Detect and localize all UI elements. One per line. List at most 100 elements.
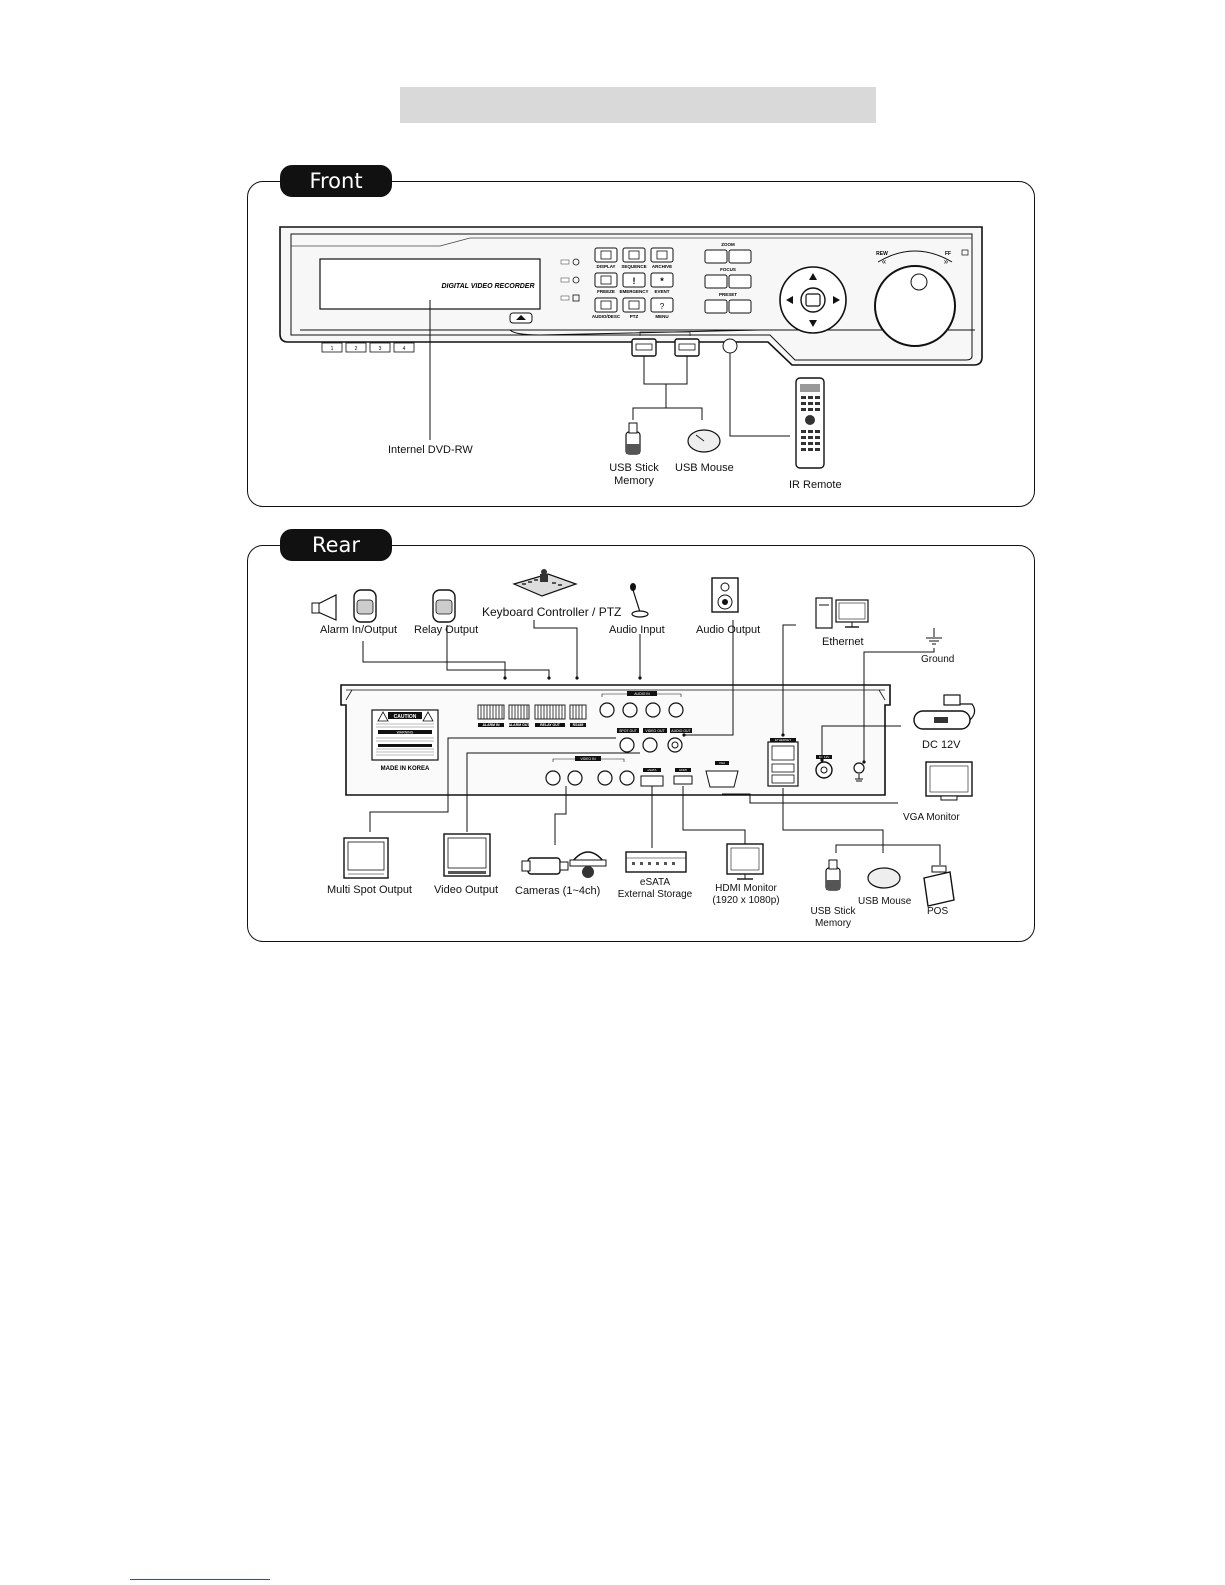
video-in-ports: VIDEO IN — [545, 756, 635, 786]
keyboard-controller-icon — [512, 569, 578, 597]
label-hdmi-line1: HDMI Monitor — [715, 883, 777, 894]
power-ground: DC 12V — [815, 755, 865, 782]
function-button-labels: DISPLAY SEQUENCE ARCHIVE FREEZE EMERGENC… — [592, 264, 672, 319]
svg-text:SEQUENCE: SEQUENCE — [621, 264, 646, 269]
svg-text:HDMI: HDMI — [679, 768, 687, 772]
label-multi-spot: Multi Spot Output — [327, 884, 412, 896]
svg-text:FREEZE: FREEZE — [597, 289, 615, 294]
label-hdmi-line2: (1920 x 1080p) — [712, 895, 780, 906]
label-keyboard: Keyboard Controller / PTZ — [482, 605, 622, 619]
label-usb-stick-front: USB Stick Memory — [604, 462, 664, 488]
svg-text:RS485: RS485 — [573, 723, 584, 727]
video-output-monitor-icon — [443, 833, 491, 877]
svg-text:eSATA: eSATA — [647, 768, 656, 772]
svg-text:ZOOM: ZOOM — [721, 242, 735, 247]
svg-text:DC 12V: DC 12V — [819, 755, 830, 759]
svg-text:AUDIO OUT: AUDIO OUT — [671, 729, 691, 733]
svg-text:DISPLAY: DISPLAY — [596, 264, 615, 269]
freeze-button — [594, 272, 618, 288]
function-buttons: ! * ? — [594, 247, 674, 313]
ethernet-computer-icon — [815, 597, 869, 629]
sequence-button — [622, 247, 646, 263]
label-usb-stick-rear: USB Stick Memory — [803, 906, 863, 930]
pos-terminal-icon — [923, 865, 955, 907]
svg-text:PTZ: PTZ — [630, 314, 639, 319]
usb-stick-icon — [625, 422, 641, 455]
rear-tab: Rear — [280, 529, 392, 561]
jog-dial: REW FF « » — [874, 249, 969, 347]
label-internal-dvd: Internel DVD-RW — [388, 444, 473, 456]
footer-link-underline[interactable] — [130, 1579, 270, 1580]
caution-label: CAUTION WARNING MADE IN KOREA — [371, 709, 439, 772]
display-button — [594, 247, 618, 263]
rear-usb-stick-icon — [825, 859, 841, 891]
esata-storage-icon — [625, 851, 687, 873]
label-cameras: Cameras (1~4ch) — [515, 885, 601, 897]
svg-text:1: 1 — [331, 346, 334, 352]
svg-text:REW: REW — [876, 251, 888, 257]
label-usb-stick-line1: USB Stick — [609, 462, 659, 474]
ptz-controls: ZOOM FOCUS PRESET — [704, 242, 752, 314]
label-audio-input: Audio Input — [609, 624, 665, 636]
label-usb-stick-rear-line1: USB Stick — [810, 906, 856, 917]
label-alarm: Alarm In/Output — [320, 624, 398, 636]
label-ir-remote: IR Remote — [789, 479, 842, 491]
svg-text:PRESET: PRESET — [719, 292, 737, 297]
vga-monitor-icon — [925, 761, 973, 801]
svg-text:ETHERNET: ETHERNET — [775, 738, 791, 742]
rear-usb-mouse-icon — [867, 867, 901, 889]
svg-text:!: ! — [633, 276, 636, 286]
label-ethernet: Ethernet — [822, 636, 864, 648]
svg-text:ARCHIVE: ARCHIVE — [652, 264, 672, 269]
hdmi-monitor-icon — [726, 843, 764, 880]
archive-button — [650, 247, 674, 263]
label-usb-mouse-front: USB Mouse — [675, 462, 734, 474]
microphone-icon — [630, 583, 649, 618]
svg-text:EVENT: EVENT — [654, 289, 669, 294]
status-leds — [560, 258, 580, 302]
emergency-button: ! — [622, 272, 646, 288]
svg-text:*: * — [660, 276, 664, 286]
siren-icon — [311, 594, 337, 621]
svg-text:VIDEO OUT: VIDEO OUT — [645, 729, 665, 733]
label-audio-output: Audio Output — [696, 624, 761, 636]
menu-button: ? — [650, 297, 674, 313]
front-tab: Front — [280, 165, 392, 197]
multi-spot-monitor-icon — [343, 837, 389, 879]
label-ground: Ground — [921, 654, 955, 665]
label-dc12v: DC 12V — [922, 739, 961, 751]
label-pos: POS — [927, 906, 949, 917]
svg-text:AUDIO/DESC: AUDIO/DESC — [592, 314, 621, 319]
label-usb-mouse-rear: USB Mouse — [858, 896, 912, 907]
svg-text:WARNING: WARNING — [397, 731, 414, 735]
ground-icon — [926, 628, 942, 645]
svg-text:»: » — [944, 257, 949, 266]
svg-text:AUDIO IN: AUDIO IN — [634, 692, 650, 696]
svg-text:RELAY OUT: RELAY OUT — [540, 723, 561, 727]
dome-camera-icon — [569, 851, 607, 878]
box-camera-icon — [521, 857, 569, 875]
device-model-text: DIGITAL VIDEO RECORDER — [441, 283, 534, 290]
svg-text:2: 2 — [355, 346, 358, 352]
audio-desc-button — [594, 297, 618, 313]
direction-pad — [779, 266, 847, 334]
svg-text:«: « — [882, 257, 887, 266]
svg-text:MADE IN KOREA: MADE IN KOREA — [381, 766, 430, 772]
section-title-bar — [400, 87, 876, 123]
label-usb-stick-rear-line2: Memory — [814, 918, 852, 929]
svg-text:ALARM IN: ALARM IN — [482, 723, 500, 727]
svg-text:FOCUS: FOCUS — [720, 267, 736, 272]
svg-text:CAUTION: CAUTION — [394, 714, 417, 720]
label-usb-stick-line2: Memory — [614, 475, 654, 487]
channel-buttons: 1 2 3 4 — [321, 342, 415, 353]
speaker-icon — [711, 577, 739, 613]
audio-in-ports: AUDIO IN — [599, 691, 684, 718]
front-usb-ports — [631, 331, 700, 357]
svg-text:4: 4 — [403, 346, 406, 352]
output-ports: SPOT OUT VIDEO OUT AUDIO OUT — [617, 728, 692, 753]
label-esata-line2: External Storage — [617, 889, 693, 900]
usb-mouse-icon — [687, 429, 721, 453]
svg-text:FF: FF — [945, 251, 951, 257]
